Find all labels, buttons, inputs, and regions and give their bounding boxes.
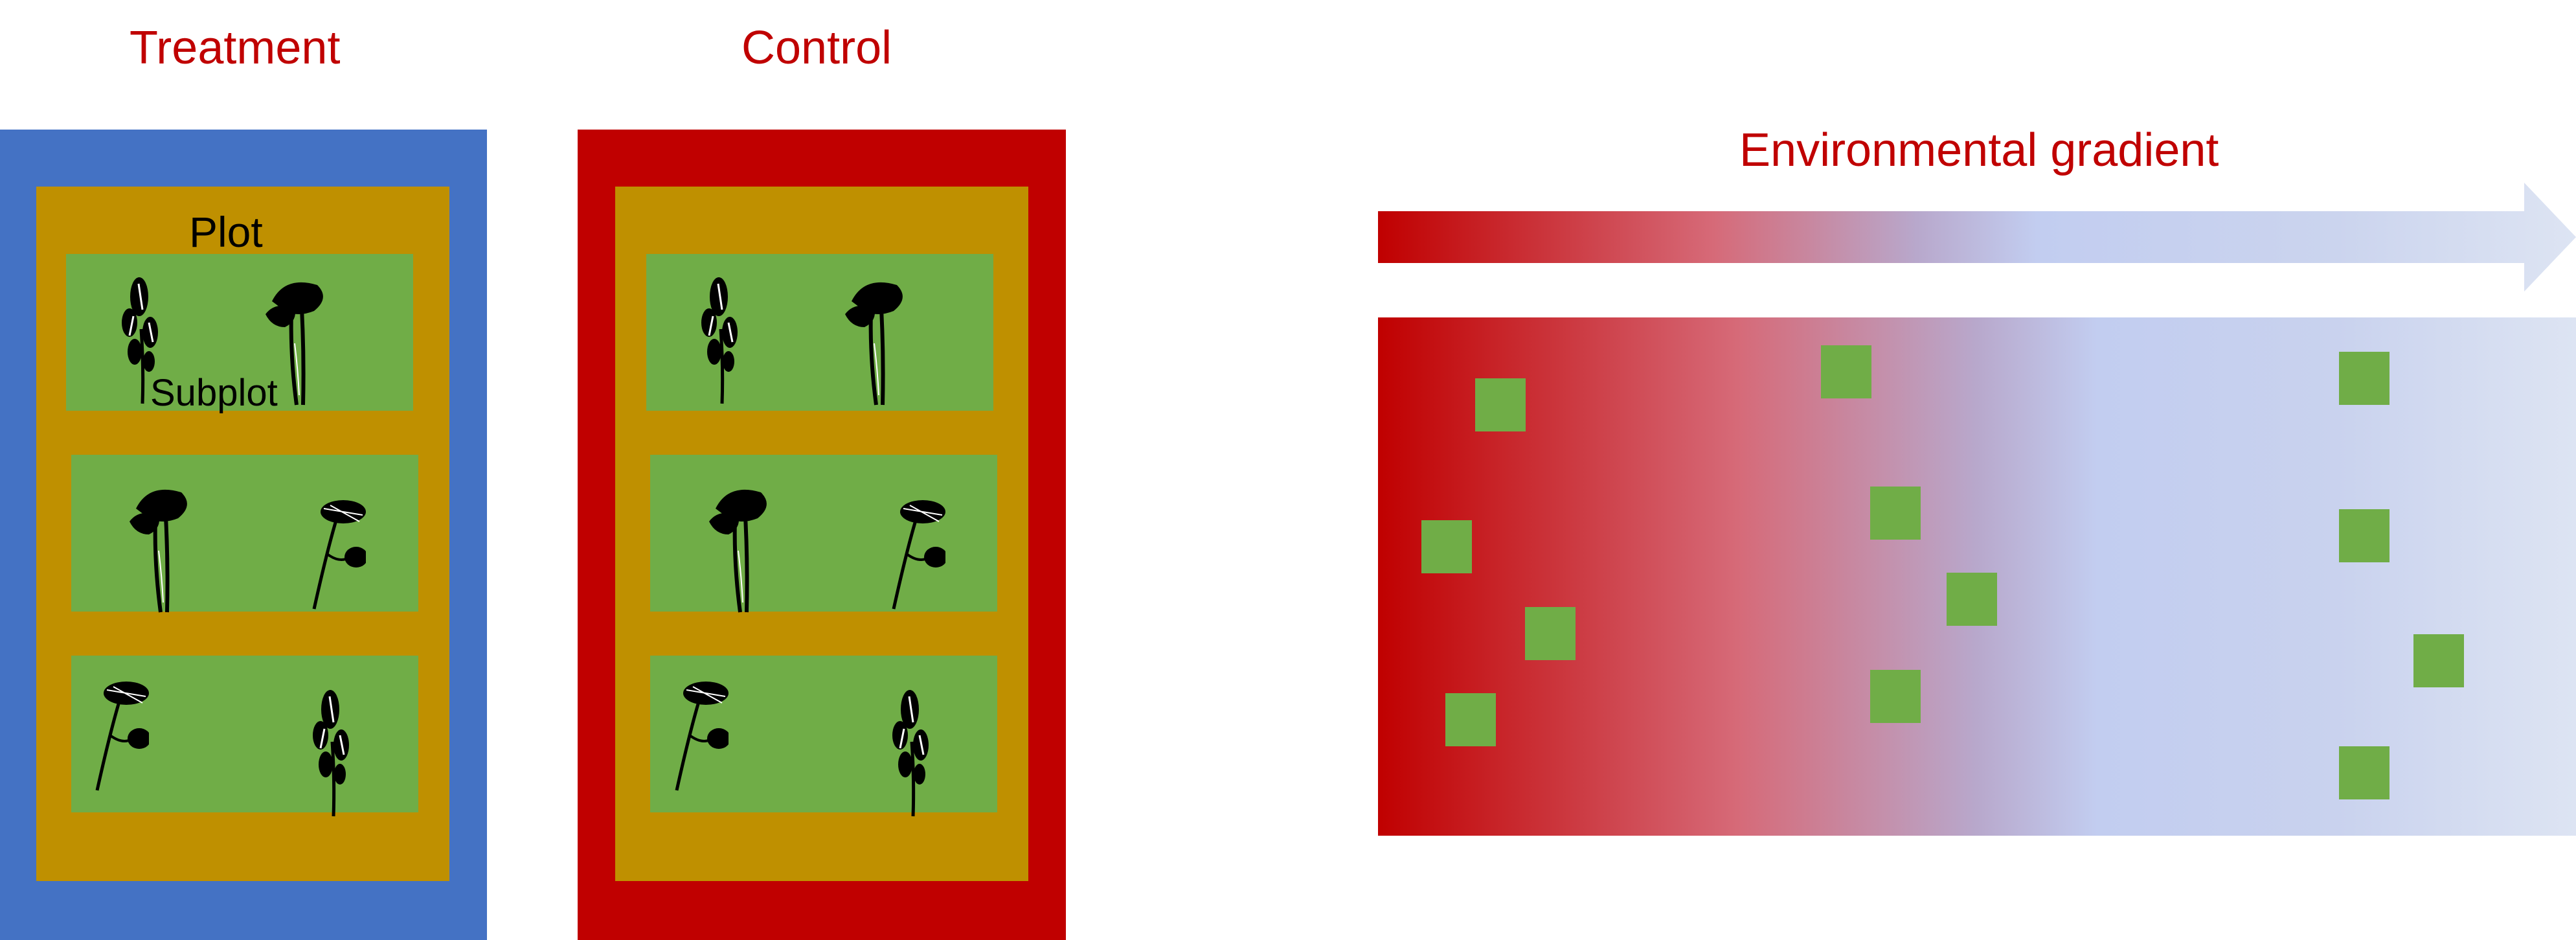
poppy-plant-icon [130,479,194,615]
yarrow-plant-icon [84,674,149,810]
poppy-plant-icon [709,479,774,615]
sample-plot-square [2339,509,2390,562]
sample-plot-square [1870,487,1921,540]
yarrow-plant-icon [301,492,366,628]
yarrow-plant-icon [881,492,945,628]
poppy-plant-icon [845,272,910,408]
gradient-title: Environmental gradient [1739,124,2219,176]
plot-label: Plot [189,208,263,256]
sample-plot-square [2339,746,2390,799]
sample-plot-square [1475,378,1526,431]
sample-plot-square [1525,607,1576,660]
yarrow-plant-icon [664,674,729,810]
sample-plot-square [2413,634,2464,687]
sample-plot-square [2339,352,2390,405]
sample-plot-square [1821,345,1871,398]
treatment-title: Treatment [130,22,341,74]
lavender-plant-icon [690,271,754,407]
sample-plot-square [1421,520,1472,573]
control-title: Control [741,22,892,74]
sample-plot-square [1445,693,1496,746]
treatment-subplot-2 [71,455,418,612]
control-subplot-2 [650,455,997,612]
sample-plot-square [1947,573,1997,626]
lavender-plant-icon [301,683,366,820]
subplot-label: Subplot [150,372,278,414]
lavender-plant-icon [881,683,945,820]
gradient-arrow [1378,183,2576,292]
sample-plot-square [1870,670,1921,723]
